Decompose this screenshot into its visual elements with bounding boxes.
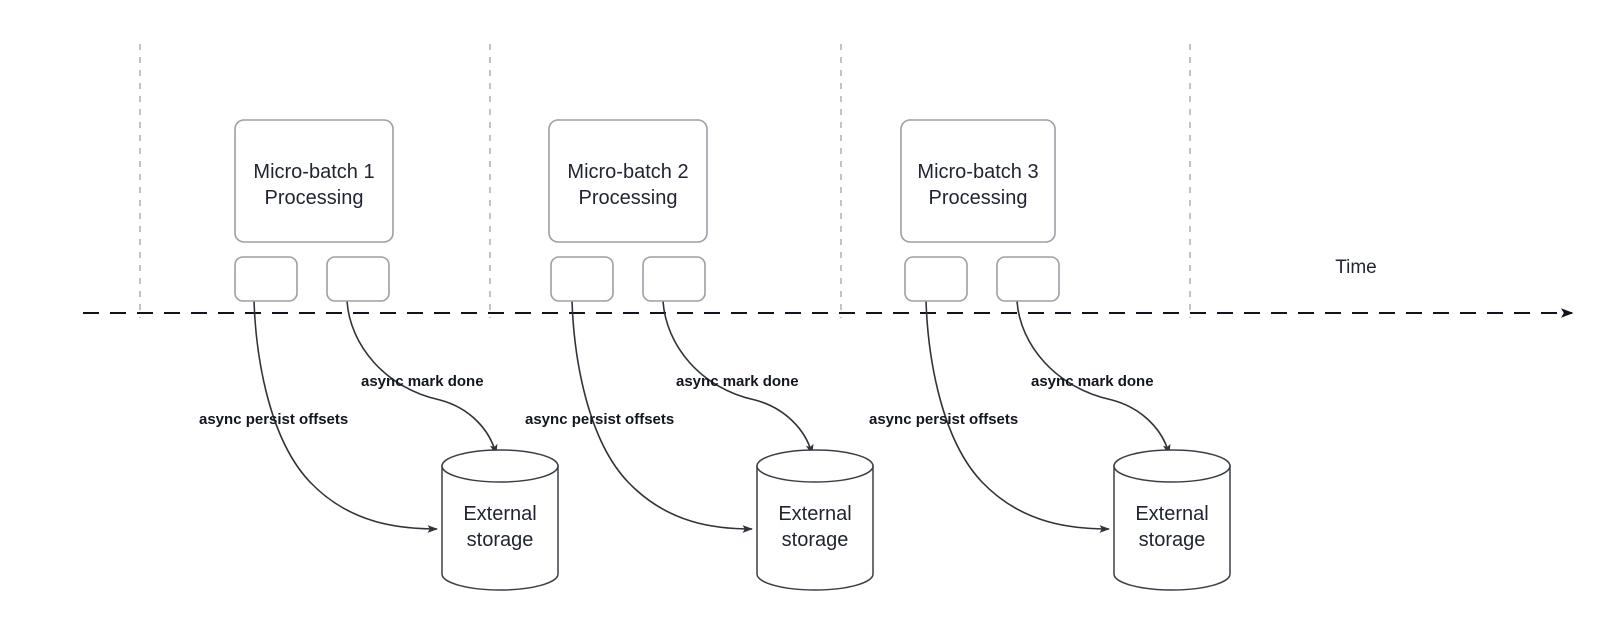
group-1-task-box-left[interactable] xyxy=(234,256,298,302)
group-3-async-persist-offsets-edge-label: async persist offsets xyxy=(869,411,1018,428)
group-3-async-mark-done-edge-label: async mark done xyxy=(1031,373,1154,390)
group-1-batch-box[interactable] xyxy=(234,119,394,243)
group-2-async-mark-done-edge-label: async mark done xyxy=(676,373,799,390)
group-2-async-persist-offsets-edge xyxy=(571,300,753,533)
group-3-batch-box-label-line1: Micro-batch 3 xyxy=(917,161,1038,183)
group-1-async-persist-offsets-edge xyxy=(253,300,438,533)
group-1-batch-box-label-line2: Processing xyxy=(265,187,364,209)
labels-layer: async persist offsets async mark done asyn… xyxy=(199,373,1154,428)
group-3-batch-box-label-line2: Processing xyxy=(929,187,1028,209)
time-axis-label: Time xyxy=(1335,257,1377,278)
group-3-storage-label-line1: External xyxy=(1135,503,1208,525)
group-3-storage-body[interactable] xyxy=(1113,465,1231,591)
group-1-async-mark-done-edge-label: async mark done xyxy=(361,373,484,390)
group-2-task-box-left[interactable] xyxy=(550,256,614,302)
group-2-async-persist-offsets-edge-label: async persist offsets xyxy=(525,411,674,428)
group-1-async-mark-done-edge xyxy=(346,300,498,455)
group-2-storage-top xyxy=(756,449,874,483)
group-1-task-box-right[interactable] xyxy=(326,256,390,302)
group-3-batch-box[interactable] xyxy=(900,119,1056,243)
group-2-batch-box[interactable] xyxy=(548,119,708,243)
group-3-async-persist-offsets-edge xyxy=(925,300,1110,533)
group-2-storage-label-line2: storage xyxy=(782,529,849,551)
group-2-storage-body[interactable] xyxy=(756,465,874,591)
group-1-storage-top xyxy=(441,449,559,483)
group-2-batch-box-label-line1: Micro-batch 2 xyxy=(567,161,688,183)
group-1-storage-label-line1: External xyxy=(463,503,536,525)
group-1-storage-body[interactable] xyxy=(441,465,559,591)
group-3-task-box-right[interactable] xyxy=(996,256,1060,302)
group-2-storage-label-line1: External xyxy=(778,503,851,525)
group-3-async-mark-done-edge xyxy=(1016,300,1171,455)
group-1-async-persist-offsets-edge-label: async persist offsets xyxy=(199,411,348,428)
group-1-batch-box-label-line1: Micro-batch 1 xyxy=(253,161,374,183)
edges-layer xyxy=(253,300,1171,533)
group-3-storage-label-line2: storage xyxy=(1139,529,1206,551)
group-1-storage-label-line2: storage xyxy=(467,529,534,551)
group-3-task-box-left[interactable] xyxy=(904,256,968,302)
group-2-async-mark-done-edge xyxy=(662,300,814,455)
timeline-axis-group: Time xyxy=(83,257,1574,318)
group-2-task-box-right[interactable] xyxy=(642,256,706,302)
group-3-storage-top xyxy=(1113,449,1231,483)
group-2-batch-box-label-line2: Processing xyxy=(579,187,678,209)
